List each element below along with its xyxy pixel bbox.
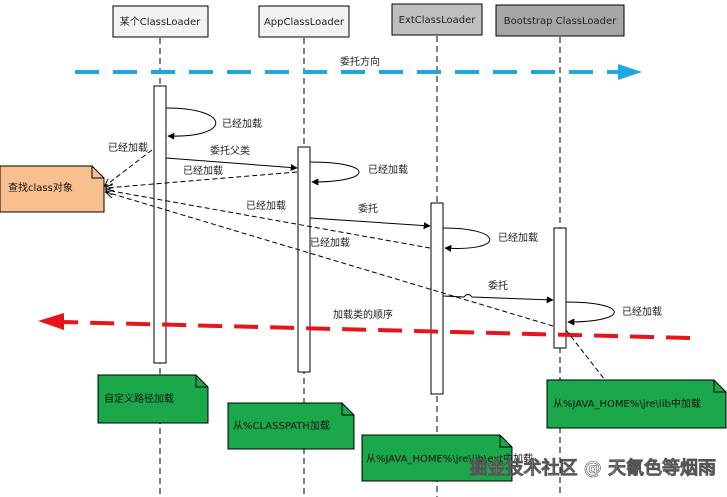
note-classpath-text: 从%CLASSPATH加载 — [233, 420, 330, 432]
self-loaded-label-2: 已经加载 — [368, 163, 408, 176]
find-class-note: 查找class对象 — [0, 165, 105, 213]
note-jre-lib-ext: 从%JAVA_HOME%\jre\lib\ext中加载 — [361, 434, 533, 482]
return-loaded-label-3: 已经加载 — [246, 199, 286, 212]
load-order-label: 加载类的顺序 — [333, 308, 393, 321]
self-loaded-label-4: 已经加载 — [622, 305, 662, 318]
return-loaded-label-2: 已经加载 — [183, 164, 223, 177]
activations — [153, 85, 567, 395]
lifelines — [159, 36, 561, 497]
participant-ext[interactable]: ExtClassLoader — [391, 3, 483, 36]
participant-custom-label: 某个ClassLoader — [120, 16, 201, 28]
return-loaded-label-1: 已经加载 — [108, 141, 148, 154]
participant-app-label: AppClassLoader — [264, 17, 345, 28]
load-order-arrow: 加载类的顺序 — [38, 308, 691, 340]
note-jre-lib: 从%JAVA_HOME%\jre\lib中加载 — [546, 379, 727, 429]
activation-app — [297, 146, 311, 373]
return-messages: 已经加载 已经加载 已经加载 已经加载 — [105, 141, 554, 327]
self-loaded-label-1: 已经加载 — [222, 117, 262, 130]
participant-ext-label: ExtClassLoader — [399, 15, 477, 26]
activation-custom — [153, 85, 167, 364]
delegate-direction-arrow: 委托方向 — [75, 55, 642, 80]
watermark-text: 掘金技术社区 @ 天氰色等烟雨 — [469, 457, 716, 479]
delegate-parent-label: 委托父类 — [210, 144, 250, 157]
note-jre-lib-text: 从%JAVA_HOME%\jre\lib中加载 — [553, 397, 701, 410]
self-loaded-label-3: 已经加载 — [498, 231, 538, 244]
activation-bootstrap — [553, 227, 567, 349]
note-custom-path: 自定义路径加载 — [97, 374, 209, 424]
delegate-label-2: 委托 — [488, 279, 508, 292]
find-class-note-text: 查找class对象 — [8, 181, 73, 194]
note-jre-lib-ext-text: 从%JAVA_HOME%\jre\lib\ext中加载 — [366, 452, 533, 465]
participant-bootstrap[interactable]: Bootstrap ClassLoader — [495, 4, 625, 37]
note-custom-path-text: 自定义路径加载 — [104, 392, 174, 405]
participant-bootstrap-label: Bootstrap ClassLoader — [504, 16, 617, 27]
return-loaded-label-4: 已经加载 — [310, 236, 350, 249]
participant-custom[interactable]: 某个ClassLoader — [112, 5, 209, 38]
self-call-loops: 已经加载 已经加载 已经加载 已经加载 — [165, 107, 662, 326]
participant-app[interactable]: AppClassLoader — [258, 5, 350, 38]
delegate-messages: 委托父类 委托 委托 — [165, 144, 554, 304]
note-classpath: 从%CLASSPATH加载 — [227, 402, 355, 450]
delegate-direction-label: 委托方向 — [340, 55, 380, 68]
activation-ext — [430, 202, 444, 395]
note-connectors — [565, 329, 606, 381]
delegate-label-1: 委托 — [358, 202, 378, 215]
